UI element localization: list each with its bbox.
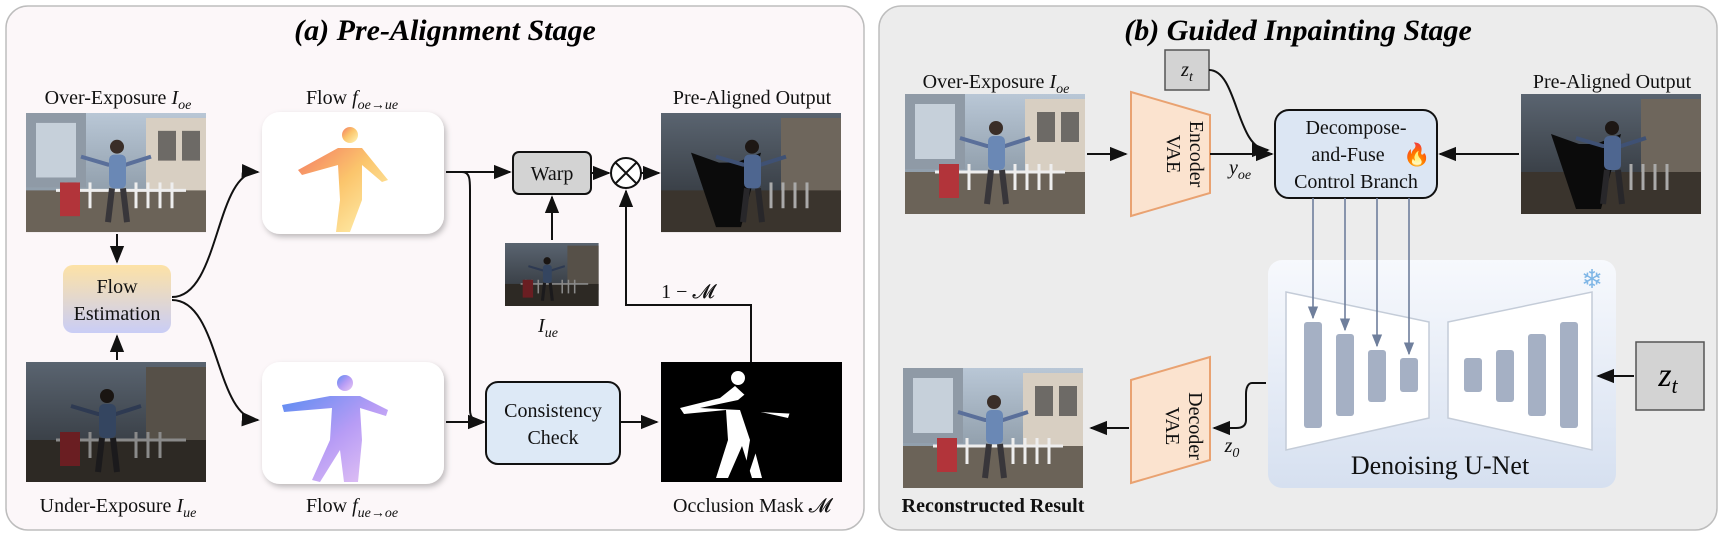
- yoe-label: yoe: [1227, 157, 1251, 183]
- control-branch-box: [1274, 109, 1438, 199]
- unet-bars: [1304, 322, 1578, 428]
- zt-small-label: zt: [1180, 59, 1194, 85]
- occlusion-mask-label: Occlusion Mask 𝓜: [673, 495, 834, 517]
- flow-top-silhouette: [298, 127, 388, 232]
- one-minus-mask-label: 1 − 𝓜: [661, 281, 717, 303]
- panel-b: (b) Guided Inpainting Stage Over-Exposur…: [878, 5, 1718, 531]
- consistency-line1: Consistency: [504, 400, 602, 422]
- z0-label: z0: [1224, 435, 1240, 461]
- flow-bottom-label: Flow fue→oe: [306, 495, 398, 521]
- unet-label: Denoising U-Net: [1351, 451, 1530, 480]
- flow-bottom-silhouette: [282, 375, 388, 482]
- zt-big-label: zt: [1657, 357, 1678, 398]
- b-pre-aligned-image: [1521, 94, 1701, 214]
- consistency-line2: Check: [527, 427, 578, 449]
- warp-label: Warp: [531, 163, 574, 185]
- multiply-icon: [615, 162, 637, 184]
- b-over-exposure-label: Over-Exposure Ioe: [923, 71, 1070, 97]
- reconstructed-label: Reconstructed Result: [902, 495, 1085, 517]
- vae-decoder-line1: VAE: [1161, 407, 1183, 446]
- pre-aligned-label: Pre-Aligned Output: [673, 87, 832, 109]
- flow-top-label: Flow foe→ue: [306, 87, 398, 113]
- control-line1: Decompose-: [1305, 117, 1406, 139]
- fire-icon: 🔥: [1403, 142, 1430, 167]
- vae-decoder-line2: Decoder: [1184, 392, 1206, 460]
- panel-a-title: (a) Pre-Alignment Stage: [294, 14, 596, 47]
- occlusion-mask-image: [661, 362, 842, 482]
- vae-encoder-line2: Encoder: [1185, 121, 1207, 188]
- pre-aligned-image: [661, 113, 841, 232]
- vae-encoder-line1: VAE: [1162, 135, 1184, 174]
- under-exposure-image: [26, 362, 206, 482]
- iue-label: Iue: [537, 315, 558, 341]
- panel-a-background: [5, 5, 865, 531]
- b-over-exposure-image: [905, 94, 1085, 214]
- over-exposure-label: Over-Exposure Ioe: [45, 87, 192, 113]
- control-line2: and-Fuse: [1311, 144, 1384, 166]
- vae-decoder-shape: [1130, 355, 1211, 485]
- b-pre-aligned-label: Pre-Aligned Output: [1533, 71, 1692, 93]
- flow-estimation-box: [63, 265, 171, 333]
- reconstructed-image: [903, 368, 1083, 488]
- flow-estimation-line2: Estimation: [74, 303, 161, 325]
- arrow-to-flow-top: [171, 164, 260, 298]
- unet-decoder-trapezoid: [1447, 291, 1593, 451]
- iue-image: [503, 241, 601, 308]
- panel-a: (a) Pre-Alignment Stage Over-Exposure Io…: [5, 5, 865, 531]
- zt-big-box: [1635, 341, 1705, 411]
- consistency-check-box: [485, 381, 621, 465]
- under-exposure-label: Under-Exposure Iue: [40, 495, 197, 521]
- arrow-mask-to-multiply: [618, 189, 752, 362]
- vae-encoder-shape: [1130, 90, 1211, 218]
- flow-estimation-line1: Flow: [96, 276, 138, 298]
- over-exposure-image: [26, 113, 206, 232]
- snowflake-icon: ❄: [1581, 265, 1603, 294]
- arrow-to-flow-bottom: [171, 299, 260, 427]
- control-injection-arrows: [1307, 198, 1415, 356]
- arrow-unet-to-decoder: [1212, 382, 1266, 436]
- panel-b-title: (b) Guided Inpainting Stage: [1124, 14, 1472, 47]
- control-line3: Control Branch: [1294, 171, 1418, 193]
